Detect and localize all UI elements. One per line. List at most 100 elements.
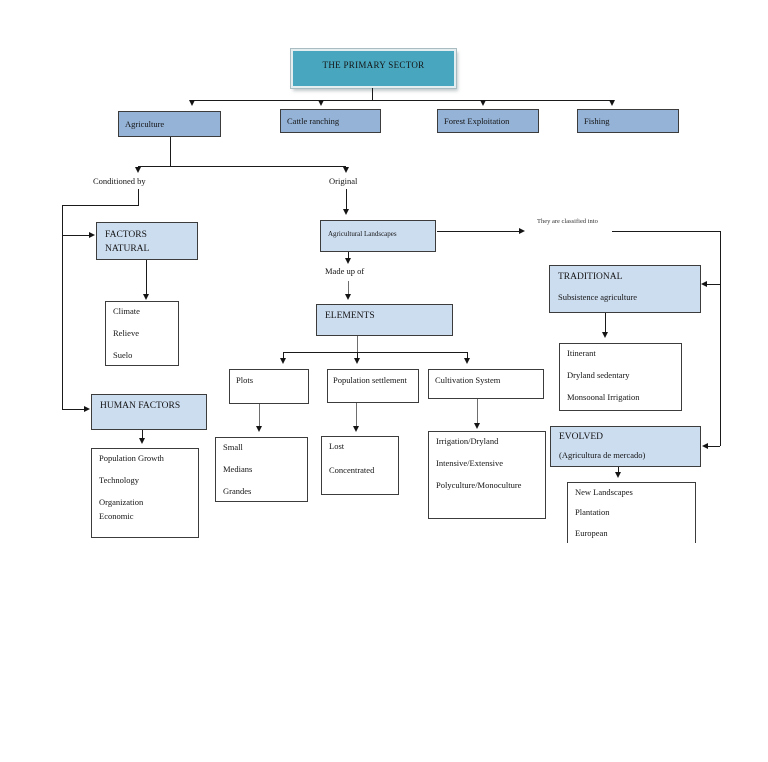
- connector-arrowhead: [344, 294, 351, 300]
- connector-line: [612, 231, 720, 232]
- label-classified-into: They are classified into: [537, 218, 598, 225]
- list-item: Dryland sedentary: [567, 370, 630, 380]
- node-natural-factor-list: Climate Relieve Suelo: [105, 301, 179, 366]
- connector-line: [146, 260, 147, 294]
- node-traditional-list: Itinerant Dryland sedentary Monsoonal Ir…: [559, 343, 682, 411]
- connector-arrowhead: [353, 358, 360, 364]
- traditional-title: TRADITIONAL: [558, 272, 623, 282]
- list-item: Polyculture/Monoculture: [436, 480, 522, 490]
- connector-arrowhead: [463, 358, 470, 364]
- node-agriculture: Agriculture: [118, 111, 221, 137]
- list-item: Grandes: [223, 486, 252, 496]
- list-item: Population Growth: [99, 453, 164, 463]
- connector-arrowhead: [342, 209, 349, 215]
- list-item: Organization: [99, 497, 144, 507]
- connector-line: [357, 336, 358, 352]
- connector-arrowhead: [608, 100, 615, 106]
- node-evolved: EVOLVED (Agricultura de mercado): [550, 426, 701, 467]
- connector-arrowhead: [702, 442, 708, 449]
- connector-line: [348, 252, 349, 259]
- node-agricultural-landscapes: Agricultural Landscapes: [320, 220, 436, 252]
- connector-line: [138, 166, 346, 167]
- label-conditioned-by: Conditioned by: [93, 176, 146, 186]
- connector-line: [357, 352, 358, 359]
- connector-line: [720, 231, 721, 446]
- label-made-up-of: Made up of: [325, 266, 365, 276]
- connector-line: [356, 403, 357, 426]
- connector-line: [283, 352, 467, 353]
- connector-line: [708, 446, 720, 447]
- connector-arrowhead: [701, 280, 707, 287]
- connector-line: [283, 352, 284, 359]
- connector-line: [467, 352, 468, 359]
- node-cultivation-system: Cultivation System: [428, 369, 544, 399]
- connector-line: [372, 88, 373, 100]
- node-human-factors: HUMAN FACTORS: [91, 394, 207, 430]
- list-item: Technology: [99, 475, 140, 485]
- connector-arrowhead: [352, 426, 359, 432]
- connector-arrowhead: [614, 472, 621, 478]
- list-item: Relieve: [113, 328, 139, 338]
- connector-arrowhead: [279, 358, 286, 364]
- connector-arrowhead: [519, 227, 525, 234]
- list-item: Concentrated: [329, 465, 375, 475]
- list-item: Medians: [223, 464, 253, 474]
- node-elements: ELEMENTS: [316, 304, 453, 336]
- connector-line: [477, 399, 478, 423]
- connector-arrowhead: [479, 100, 486, 106]
- connector-arrowhead: [134, 167, 141, 173]
- connector-line: [138, 189, 139, 205]
- node-forest-exploitation: Forest Exploitation: [437, 109, 539, 133]
- list-item: Small: [223, 442, 243, 452]
- list-item: Economic: [99, 511, 134, 521]
- node-evolved-list: New Landscapes Plantation European: [567, 482, 696, 543]
- connector-line: [62, 235, 90, 236]
- node-plots: Plots: [229, 369, 309, 404]
- node-cultivation-list: Irrigation/Dryland Intensive/Extensive P…: [428, 431, 546, 519]
- connector-arrowhead: [142, 294, 149, 300]
- node-factors-natural: FACTORS NATURAL: [96, 222, 198, 260]
- connector-arrowhead: [317, 100, 324, 106]
- list-item: Lost: [329, 441, 345, 451]
- node-traditional: TRADITIONAL Subsistence agriculture: [549, 265, 701, 313]
- list-item: Climate: [113, 306, 140, 316]
- factors-natural-line2: NATURAL: [105, 244, 150, 254]
- evolved-subtitle: (Agricultura de mercado): [559, 450, 646, 460]
- connector-arrowhead: [84, 405, 90, 412]
- node-human-factor-list: Population Growth Technology Organizatio…: [91, 448, 199, 538]
- connector-line: [170, 137, 171, 166]
- root-node-primary-sector: THE PRIMARY SECTOR: [290, 48, 457, 89]
- connector-arrowhead: [601, 332, 608, 338]
- connector-line: [706, 284, 720, 285]
- connector-arrowhead: [138, 438, 145, 444]
- connector-line: [346, 189, 347, 209]
- node-settlement-list: Lost Concentrated: [321, 436, 399, 495]
- connector-arrowhead: [89, 231, 95, 238]
- list-item: European: [575, 528, 608, 538]
- connector-line: [192, 100, 612, 101]
- list-item: Intensive/Extensive: [436, 458, 504, 468]
- list-item: Irrigation/Dryland: [436, 436, 499, 446]
- connector-line: [142, 430, 143, 438]
- list-item: New Landscapes: [575, 487, 633, 497]
- connector-line: [62, 409, 85, 410]
- connector-line: [437, 231, 519, 232]
- connector-arrowhead: [344, 258, 351, 264]
- list-item: Monsoonal Irrigation: [567, 392, 640, 402]
- connector-arrowhead: [473, 423, 480, 429]
- list-item: Plantation: [575, 507, 610, 517]
- node-fishing: Fishing: [577, 109, 679, 133]
- connector-line: [62, 205, 63, 409]
- node-cattle-ranching: Cattle ranching: [280, 109, 381, 133]
- connector-line: [605, 313, 606, 332]
- connector-line: [348, 281, 349, 294]
- connector-arrowhead: [255, 426, 262, 432]
- factors-natural-line1: FACTORS: [105, 230, 147, 240]
- node-population-settlement: Population settlement: [327, 369, 419, 403]
- label-original: Original: [329, 176, 358, 186]
- connector-line: [62, 205, 139, 206]
- node-plots-list: Small Medians Grandes: [215, 437, 308, 502]
- traditional-subtitle: Subsistence agriculture: [558, 292, 638, 302]
- connector-arrowhead: [188, 100, 195, 106]
